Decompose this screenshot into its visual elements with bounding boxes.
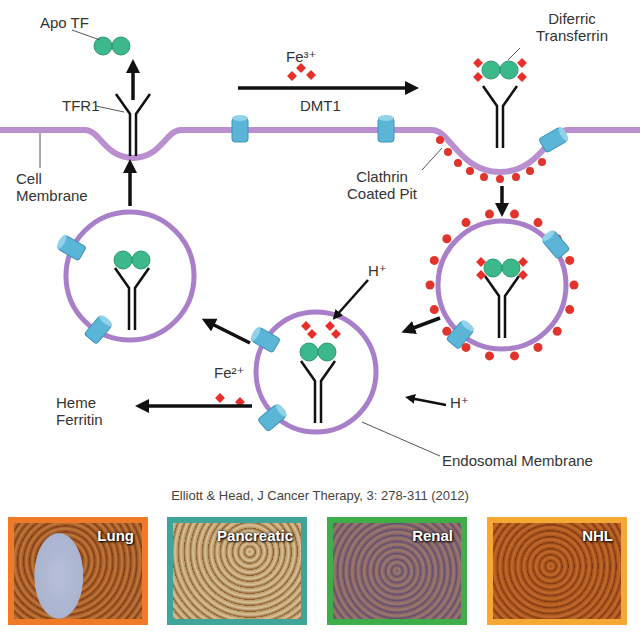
panel-label: NHL	[582, 527, 613, 544]
illustration-part	[258, 402, 289, 432]
illustration-part	[442, 234, 451, 243]
illustration-part	[256, 312, 376, 432]
diagram-label: Heme Ferritin	[56, 394, 126, 428]
illustration-part	[476, 257, 486, 267]
illustration-part	[84, 313, 114, 344]
illustration-part	[378, 115, 394, 142]
illustration-part	[40, 133, 41, 168]
illustration-part	[540, 228, 570, 259]
illustration-part	[496, 175, 504, 183]
illustration-part	[482, 61, 518, 79]
illustration-part	[483, 86, 517, 148]
illustration-part	[480, 173, 488, 181]
illustration-part	[534, 218, 543, 227]
tissue-image-panel: Lung	[8, 517, 148, 625]
illustration-part	[518, 257, 528, 267]
illustration-part	[485, 351, 494, 360]
illustration-part	[570, 281, 579, 290]
illustration-part	[116, 94, 150, 156]
diagram-label: TFR1	[62, 97, 122, 114]
diagram-label: Fe²⁺	[214, 364, 264, 381]
illustration-part	[55, 234, 86, 261]
diagram-label: DMT1	[300, 97, 360, 114]
diagram-label: Fe³⁺	[286, 48, 336, 65]
illustration-part	[518, 270, 528, 280]
illustration-part	[301, 361, 335, 423]
illustration-part	[476, 270, 486, 280]
tissue-image-panel: Renal	[327, 517, 467, 625]
panel-label: Pancreatic	[217, 527, 293, 544]
illustration-part	[430, 256, 439, 265]
illustration-part	[331, 329, 341, 339]
tissue-image-panel: NHL	[487, 517, 627, 625]
illustration-part	[208, 322, 250, 343]
illustration-part	[436, 136, 546, 183]
illustration-part	[444, 148, 452, 156]
diagram-label: Endosomal Membrane	[442, 452, 632, 469]
illustration-part	[430, 305, 439, 314]
illustration-part	[301, 321, 311, 331]
illustration-part	[72, 30, 100, 40]
illustration-part	[232, 115, 248, 142]
illustration-part	[473, 58, 483, 68]
diagram-label: Clathrin Coated Pit	[340, 168, 424, 202]
panel-label: Lung	[97, 527, 134, 544]
tissue-image-panel: Pancreatic	[167, 517, 307, 625]
diagram-label: Apo TF	[40, 14, 120, 31]
illustration-part	[446, 318, 476, 349]
illustration-part	[565, 256, 574, 265]
illustration-part	[500, 186, 504, 210]
illustration-part	[215, 393, 225, 403]
illustration-part	[66, 212, 194, 340]
illustration-part	[512, 173, 520, 181]
illustration-part	[485, 210, 494, 219]
diagram-label: H⁺	[450, 394, 490, 411]
illustration-part	[307, 329, 317, 339]
illustration-part	[336, 280, 368, 316]
illustration-part	[473, 72, 483, 82]
illustration-part	[362, 422, 440, 456]
illustration-part	[410, 398, 446, 405]
illustration-part	[306, 70, 316, 80]
illustration-part	[510, 351, 519, 360]
illustration-part	[508, 48, 520, 60]
illustration-part	[300, 343, 336, 361]
diagram-label: Diferric Transferrin	[522, 10, 622, 44]
illustration-part	[539, 126, 570, 153]
illustration-part	[534, 343, 543, 352]
illustration-part	[238, 86, 412, 90]
illustration-part	[484, 259, 520, 277]
illustration-part	[436, 136, 444, 144]
illustration-part	[325, 321, 335, 331]
panel-label: Renal	[412, 527, 453, 544]
illustration-part	[422, 148, 442, 170]
illustration-part	[462, 218, 471, 227]
illustration-part	[114, 251, 150, 269]
illustration-part	[517, 72, 527, 82]
diagram-label: Cell Membrane	[16, 170, 88, 204]
illustration-part	[128, 166, 132, 206]
diagram-label: H⁺	[368, 262, 408, 279]
illustration-part	[96, 106, 124, 112]
figure-caption: Elliott & Head, J Cancer Therapy, 3: 278…	[0, 488, 640, 503]
illustration-part	[538, 158, 546, 166]
illustration-part	[426, 210, 579, 361]
illustration-part	[454, 159, 462, 167]
illustration-part	[565, 305, 574, 314]
illustration-part	[142, 404, 252, 408]
illustration-part	[249, 326, 280, 353]
illustration-part	[485, 276, 519, 338]
illustration-part	[466, 167, 474, 175]
illustration-part	[131, 66, 135, 100]
illustration-part	[517, 58, 527, 68]
illustration-part	[553, 327, 562, 336]
illustration-part	[408, 318, 440, 330]
illustration-part	[526, 167, 534, 175]
illustration-part	[287, 71, 297, 81]
illustration-part	[426, 281, 435, 290]
illustration-part	[510, 210, 519, 219]
illustration-part	[115, 268, 149, 330]
